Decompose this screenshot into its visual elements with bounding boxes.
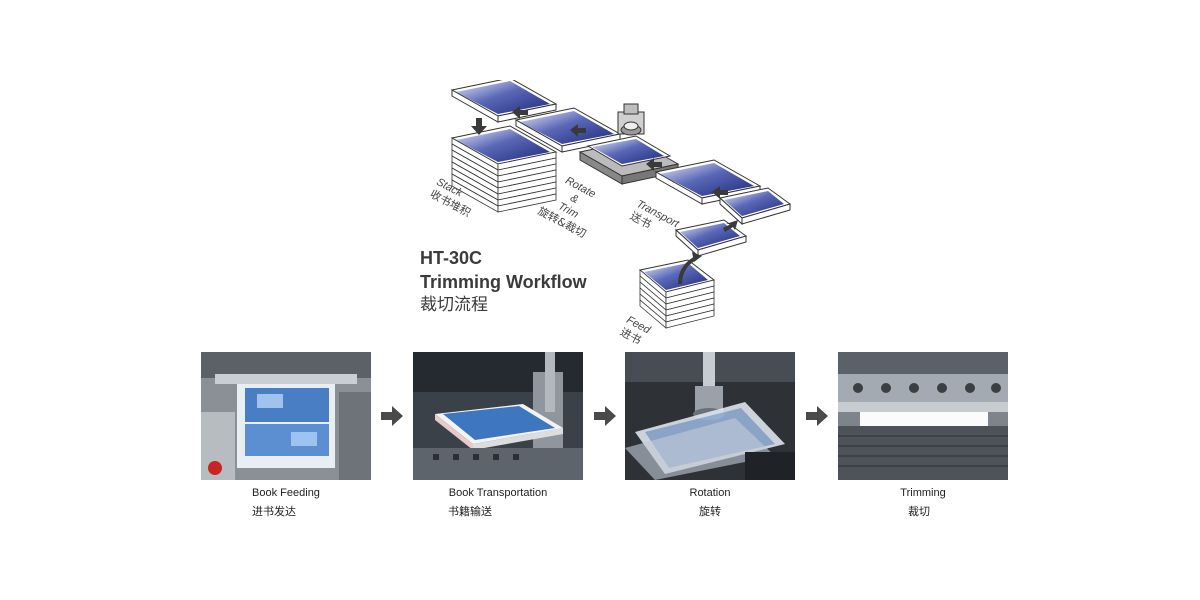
title-block: HT-30C Trimming Workflow 裁切流程 (420, 246, 587, 316)
model-title: HT-30C (420, 248, 483, 268)
left-arrow-icon (512, 106, 528, 119)
trimming-photo (838, 352, 1008, 480)
step-caption-4-cn: 裁切 (908, 505, 930, 518)
step-caption-1-cn: 进书发达 (252, 505, 296, 518)
step-caption-3: Rotation (689, 487, 731, 499)
book-upper-right (718, 187, 792, 226)
step-caption-4: Trimming (900, 487, 946, 499)
right-arrow-icon-2 (594, 405, 616, 427)
up-right-arrow-icon (723, 220, 738, 232)
right-arrow-icon-1 (381, 405, 403, 427)
step-caption-3-cn: 旋转 (699, 505, 721, 518)
right-arrow-icon-3 (806, 405, 828, 427)
book-trimmed (514, 107, 622, 153)
step-caption-2-cn: 书籍输送 (448, 505, 492, 518)
rotation-photo (625, 352, 795, 480)
workflow-title: Trimming Workflow (420, 272, 587, 292)
step-caption-2: Book Transportation (448, 487, 548, 499)
rotate-trim-station (578, 103, 680, 185)
workflow-diagram (450, 80, 792, 329)
book-transportation-photo (413, 352, 583, 480)
workflow-title-cn: 裁切流程 (420, 295, 488, 315)
book-feeding-photo (201, 352, 371, 480)
stack-book-pile (450, 80, 558, 213)
left-arrow-icon-2 (570, 124, 586, 137)
step-caption-1: Book Feeding (252, 487, 320, 499)
left-arrow-icon-3 (646, 158, 662, 171)
feed-book-pile (638, 252, 716, 329)
book-transport (654, 159, 762, 205)
down-arrow-icon (471, 118, 487, 135)
left-arrow-icon-4 (712, 186, 728, 199)
